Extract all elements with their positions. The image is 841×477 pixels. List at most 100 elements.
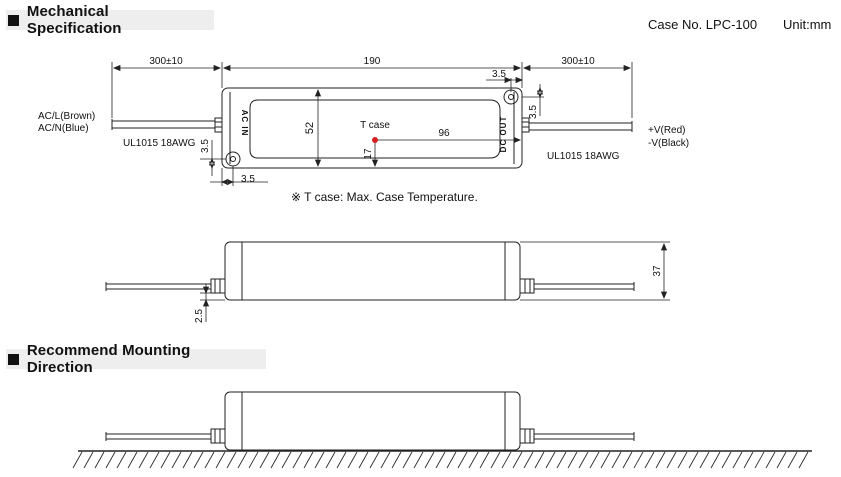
hatch-line bbox=[72, 451, 83, 469]
mounting-view bbox=[72, 391, 812, 469]
mounting-hole-top-right bbox=[503, 89, 519, 105]
dim-length: 190 bbox=[364, 56, 381, 67]
hatch-line bbox=[204, 451, 215, 469]
hatch-line bbox=[226, 451, 237, 469]
section-header-mechanical: Mechanical Specification bbox=[6, 3, 214, 37]
ul-left-label: UL1015 18AWG bbox=[123, 138, 196, 149]
hatch-line bbox=[171, 451, 182, 469]
hatch-line bbox=[116, 451, 127, 469]
hatch-line bbox=[292, 451, 303, 469]
v-minus-label: -V(Black) bbox=[648, 138, 689, 149]
hatch-line bbox=[545, 451, 556, 469]
hatch-line bbox=[182, 451, 193, 469]
ground-hatching bbox=[72, 451, 809, 469]
hatch-line bbox=[699, 451, 710, 469]
side-view bbox=[105, 241, 635, 301]
side-left-gland bbox=[210, 278, 226, 294]
hatch-line bbox=[743, 451, 754, 469]
hatch-line bbox=[490, 451, 501, 469]
square-bullet-icon bbox=[8, 353, 19, 365]
hatch-line bbox=[325, 451, 336, 469]
hatch-line bbox=[193, 451, 204, 469]
hatch-line bbox=[512, 451, 523, 469]
hatch-line bbox=[798, 451, 809, 469]
hatch-line bbox=[776, 451, 787, 469]
hatch-line bbox=[105, 451, 116, 469]
section-header-mounting: Recommend Mounting Direction bbox=[6, 342, 266, 376]
dim-hole-left-h: 3.5 bbox=[241, 174, 255, 185]
hatch-line bbox=[556, 451, 567, 469]
section-title-mechanical: Mechanical Specification bbox=[26, 3, 122, 37]
mounting-hole-bottom-left bbox=[225, 151, 241, 167]
dim-right-cable: 300±10 bbox=[561, 56, 595, 67]
tcase-note: ※ T case: Max. Case Temperature. bbox=[291, 190, 478, 204]
hatch-line bbox=[611, 451, 622, 469]
hatch-line bbox=[446, 451, 457, 469]
dim-height: 52 bbox=[304, 122, 316, 134]
hatch-line bbox=[160, 451, 171, 469]
hatch-line bbox=[589, 451, 600, 469]
hatch-line bbox=[402, 451, 413, 469]
hatch-line bbox=[391, 451, 402, 469]
hatch-line bbox=[666, 451, 677, 469]
dim-hole-left-v: 3.5 bbox=[200, 139, 211, 153]
hatch-line bbox=[600, 451, 611, 469]
hatch-line bbox=[644, 451, 655, 469]
hatch-line bbox=[732, 451, 743, 469]
hatch-line bbox=[237, 451, 248, 469]
hatch-line bbox=[127, 451, 138, 469]
label-area bbox=[249, 99, 501, 159]
dim-hole-right: 3.5 bbox=[528, 105, 539, 119]
hatch-line bbox=[710, 451, 721, 469]
hatch-line bbox=[523, 451, 534, 469]
hatch-line bbox=[380, 451, 391, 469]
hatch-line bbox=[94, 451, 105, 469]
dim-tcase-distance: 96 bbox=[438, 128, 450, 139]
dc-out-label: DC OUT bbox=[499, 116, 508, 153]
v-plus-label: +V(Red) bbox=[648, 125, 686, 136]
ac-n-label: AC/N(Blue) bbox=[38, 123, 89, 134]
hatch-line bbox=[259, 451, 270, 469]
hatch-line bbox=[479, 451, 490, 469]
mount-left-gland bbox=[210, 428, 226, 444]
hatch-line bbox=[270, 451, 281, 469]
dim-tcase-height: 17 bbox=[363, 148, 374, 160]
right-cable-gland bbox=[521, 117, 530, 133]
hatch-line bbox=[435, 451, 446, 469]
hatch-line bbox=[578, 451, 589, 469]
tcase-point bbox=[372, 137, 378, 143]
unit-label: Unit:mm bbox=[783, 17, 832, 32]
hatch-line bbox=[358, 451, 369, 469]
hatch-line bbox=[303, 451, 314, 469]
hatch-line bbox=[314, 451, 325, 469]
hatch-line bbox=[149, 451, 160, 469]
hatch-line bbox=[138, 451, 149, 469]
case-number: Case No. LPC-100 bbox=[648, 17, 758, 32]
hatch-line bbox=[369, 451, 380, 469]
hatch-line bbox=[688, 451, 699, 469]
top-dimensions bbox=[111, 62, 633, 186]
hatch-line bbox=[281, 451, 292, 469]
dim-hole-top: 3.5 bbox=[492, 69, 506, 80]
hatch-line bbox=[567, 451, 578, 469]
ul-right-label: UL1015 18AWG bbox=[547, 151, 620, 162]
dim-left-cable: 300±10 bbox=[149, 56, 183, 67]
hatch-line bbox=[501, 451, 512, 469]
hatch-line bbox=[721, 451, 732, 469]
hatch-line bbox=[457, 451, 468, 469]
side-dimensions bbox=[200, 241, 670, 322]
dim-side-height: 37 bbox=[652, 265, 663, 277]
section-title-mounting: Recommend Mounting Direction bbox=[26, 342, 191, 376]
hatch-line bbox=[655, 451, 666, 469]
hatch-line bbox=[336, 451, 347, 469]
hatch-line bbox=[754, 451, 765, 469]
hatch-line bbox=[633, 451, 644, 469]
mount-right-gland bbox=[519, 428, 535, 444]
hatch-line bbox=[424, 451, 435, 469]
hatch-line bbox=[83, 451, 94, 469]
dim-side-offset: 2.5 bbox=[194, 309, 205, 323]
hatch-line bbox=[765, 451, 776, 469]
tcase-label: T case bbox=[360, 120, 390, 131]
hatch-line bbox=[215, 451, 226, 469]
